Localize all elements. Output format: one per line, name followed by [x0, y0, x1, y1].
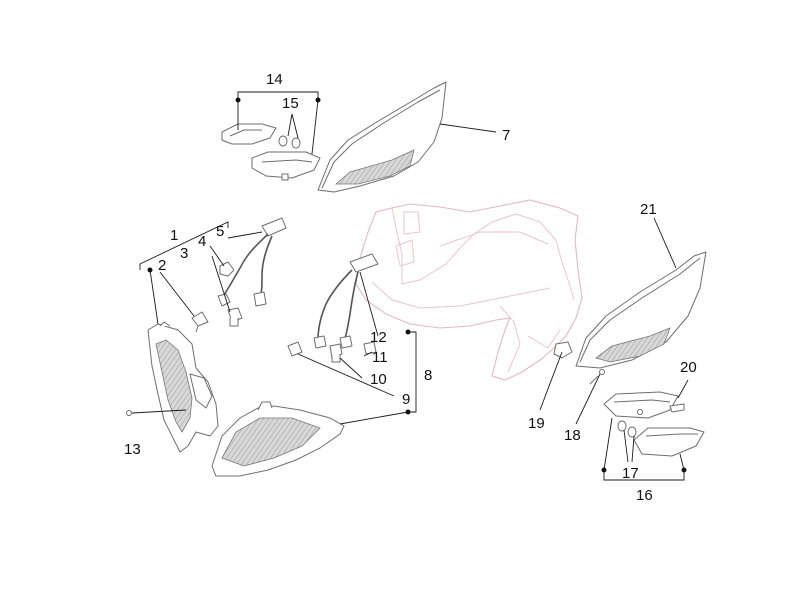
callout-labels: 14 15 7 21 1 5 4 3 2 13 12 11 10 8 9 19 …: [124, 71, 697, 504]
part-10-bulb-holder: [329, 343, 343, 363]
part-19-clip: [553, 341, 573, 359]
callout-10: 10: [370, 371, 387, 388]
callout-21: 21: [640, 201, 657, 218]
scooter-body-panel: [355, 199, 583, 381]
callout-14: 14: [266, 71, 283, 88]
bracket-dots: [147, 97, 687, 473]
part-3-bulb-holder: [227, 307, 243, 327]
part-11-socket: [363, 341, 377, 355]
part-18-screw: [589, 369, 605, 385]
part-16-lower-indicator-lens: [633, 427, 705, 457]
part-1-left-fairing: [147, 321, 219, 453]
callout-20: 20: [680, 359, 697, 376]
part-21-right-side-panel: [575, 251, 707, 369]
part-17-bulbs: [617, 420, 637, 438]
leader-lines: [131, 91, 689, 481]
callout-17: 17: [622, 465, 639, 482]
callout-1: 1: [170, 227, 178, 244]
callout-5: 5: [216, 223, 224, 240]
callout-13: 13: [124, 441, 141, 458]
callout-12: 12: [370, 329, 387, 346]
part-13-screw: [126, 410, 132, 416]
callout-8: 8: [424, 367, 432, 384]
part-8-light-lens: [211, 401, 345, 477]
part-5-wiring-harness: [217, 217, 287, 307]
part-12-center-harness: [313, 253, 379, 349]
callout-9: 9: [402, 391, 410, 408]
callout-11: 11: [372, 349, 388, 366]
part-14-upper-indicator: [221, 123, 321, 181]
part-4-socket: [219, 261, 235, 277]
part-20-lower-indicator-housing: [603, 391, 685, 419]
part-9-bulb: [287, 341, 303, 357]
part-2-bulb: [191, 311, 209, 333]
callout-16: 16: [636, 487, 653, 504]
callout-2: 2: [158, 257, 166, 274]
callout-7: 7: [502, 127, 510, 144]
part-15-bulbs: [278, 135, 301, 149]
part-7-upper-side-panel: [317, 81, 447, 193]
callout-18: 18: [564, 427, 581, 444]
callout-19: 19: [528, 415, 545, 432]
callout-15: 15: [282, 95, 299, 112]
callout-4: 4: [198, 233, 206, 250]
callout-3: 3: [180, 245, 188, 262]
